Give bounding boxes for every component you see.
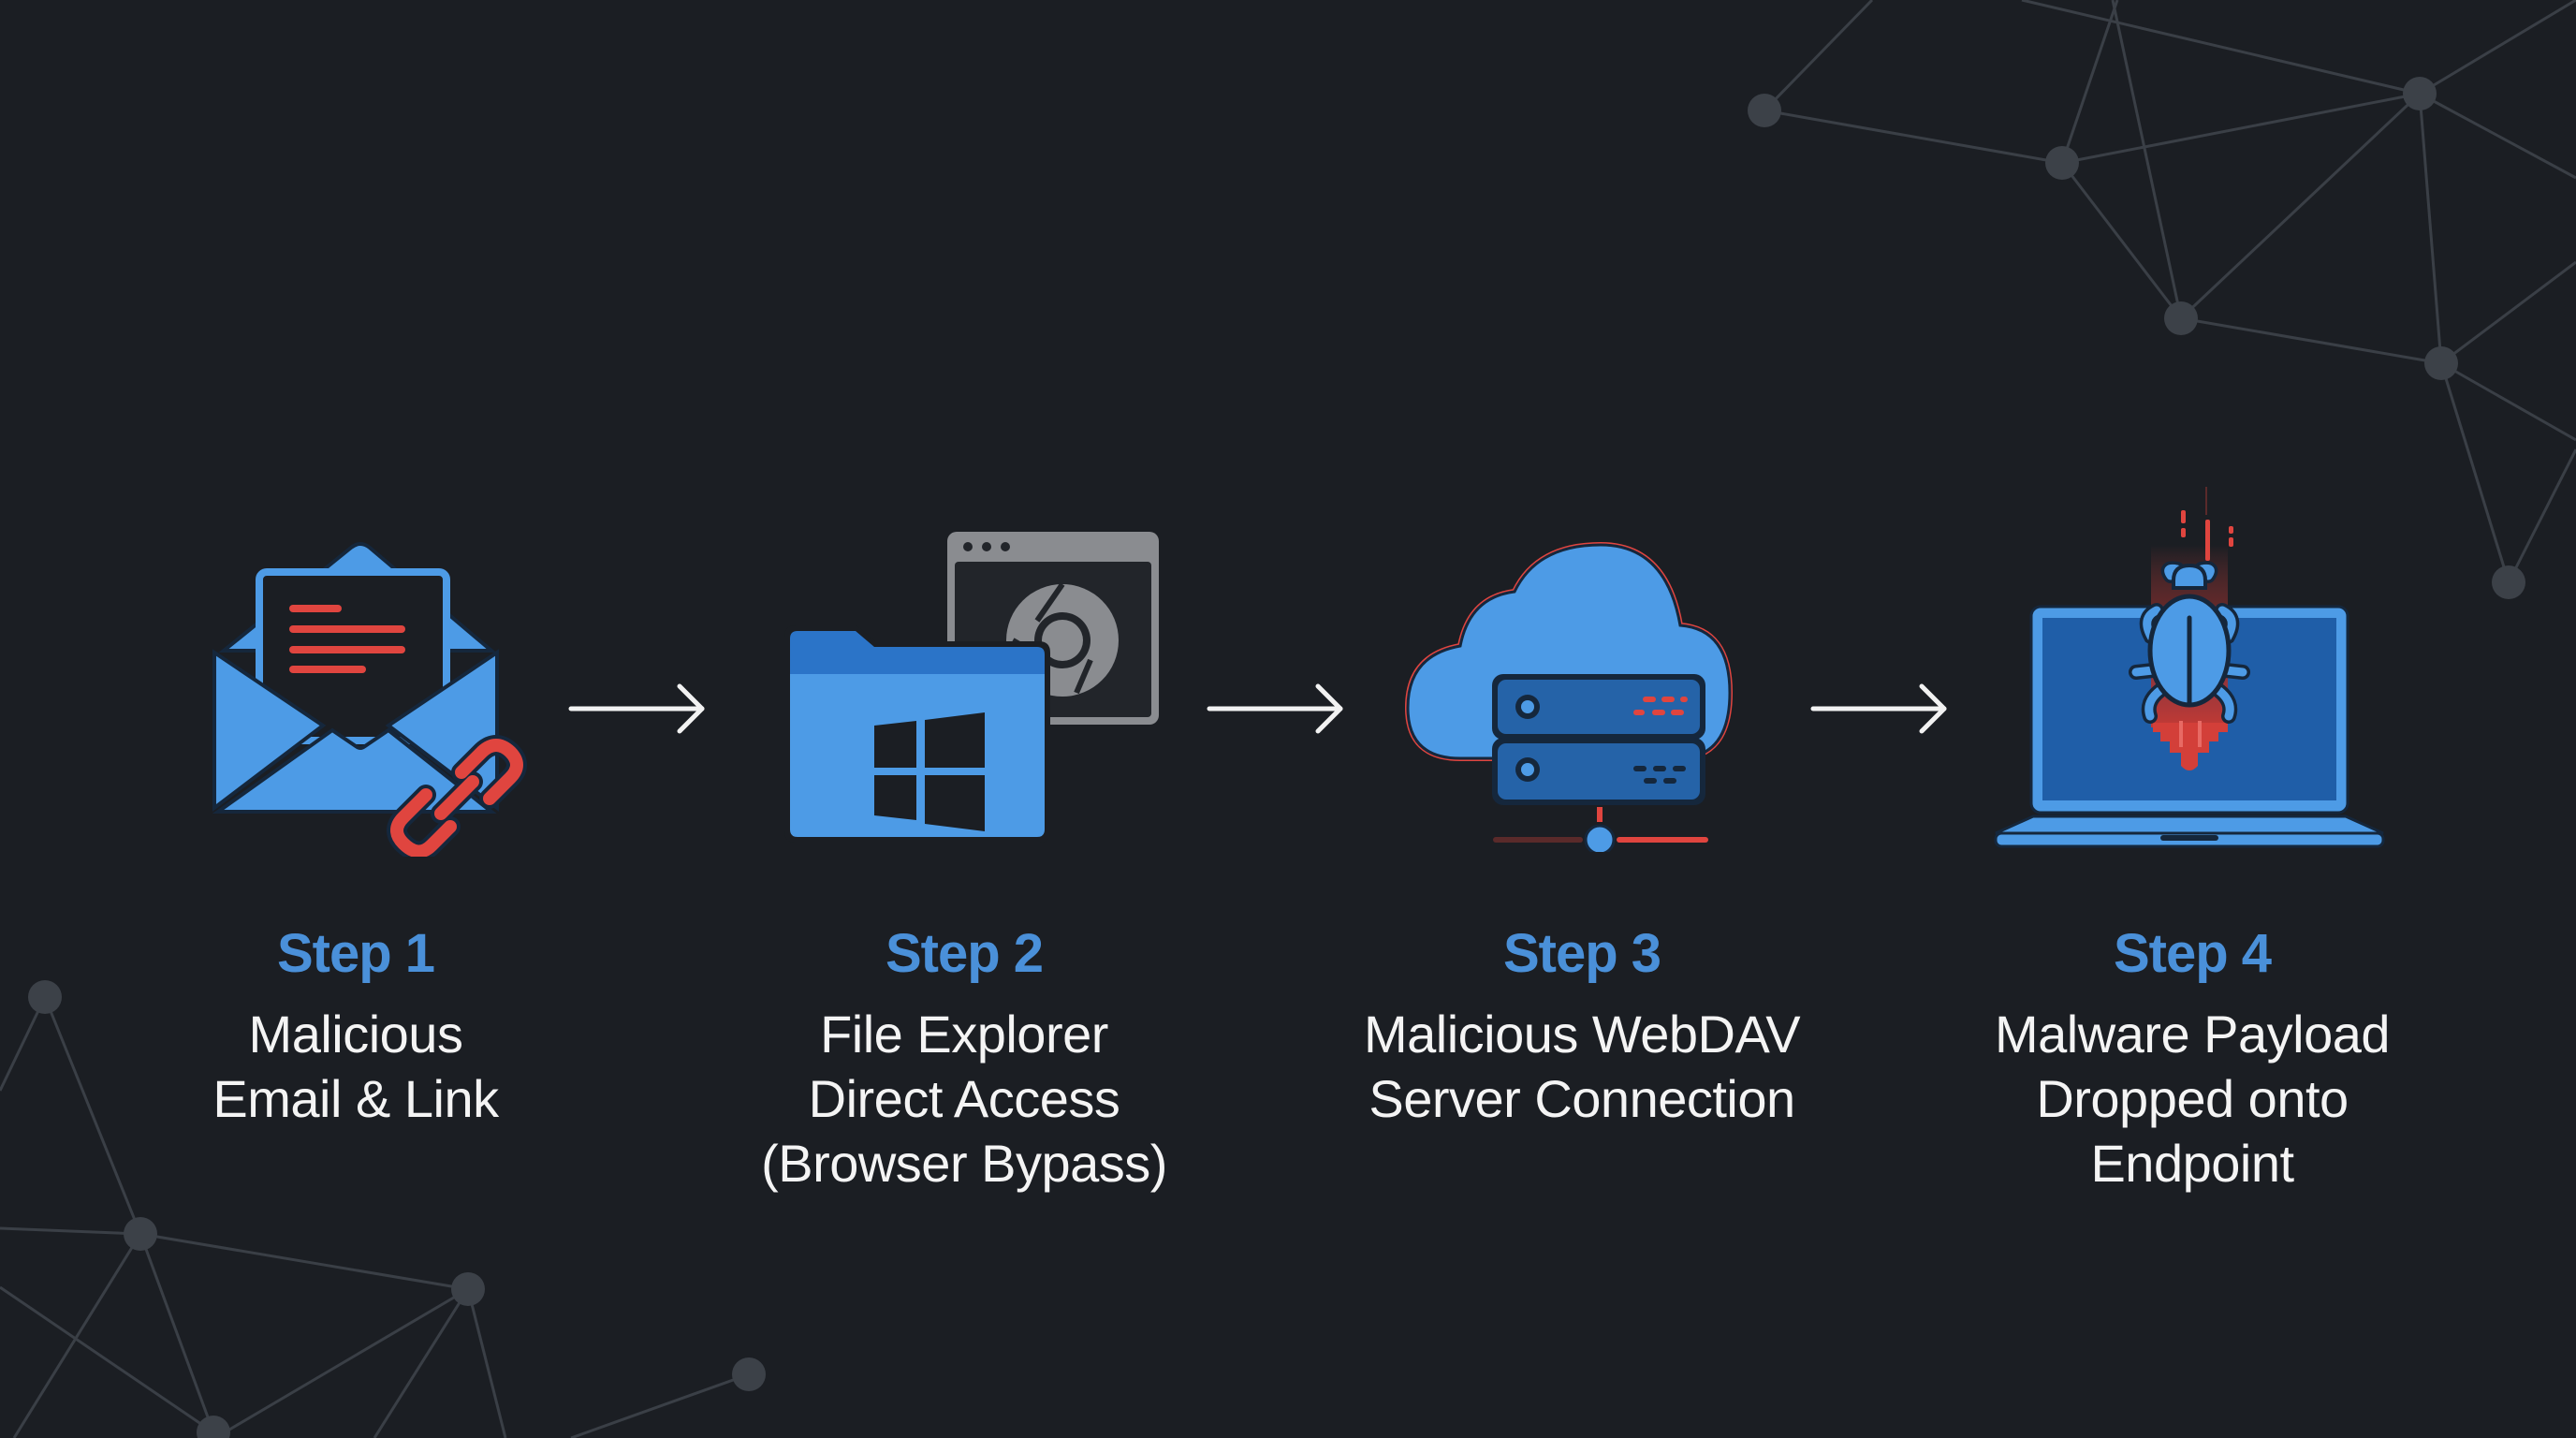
folder-windows-browser-icon <box>784 532 1159 843</box>
description-line: Malware Payload <box>1994 1005 2391 1064</box>
description-line: (Browser Bypass) <box>761 1134 1167 1193</box>
description-line: Dropped onto <box>2036 1069 2349 1128</box>
step-label: Step 2 <box>885 923 1044 984</box>
step-label: Step 3 <box>1502 923 1661 984</box>
email-with-link-icon <box>212 542 527 857</box>
laptop-bug-icon <box>1994 487 2385 848</box>
description-line: File Explorer <box>820 1005 1108 1064</box>
windows-logo-icon <box>874 712 985 831</box>
arrow-right-icon <box>1810 683 1947 734</box>
bug-icon <box>2129 561 2250 724</box>
description-line: Malicious WebDAV <box>1363 1005 1801 1064</box>
step-label: Step 4 <box>2113 923 2272 984</box>
step-description: Malware Payload Dropped onto Endpoint <box>1893 1002 2492 1196</box>
step-description: Malicious Email & Link <box>56 1002 655 1131</box>
description-line: Email & Link <box>212 1069 499 1128</box>
description-line: Direct Access <box>808 1069 1120 1128</box>
step-description: File Explorer Direct Access (Browser Byp… <box>665 1002 1264 1196</box>
arrow-right-icon <box>1207 683 1343 734</box>
cloud-server-icon <box>1404 541 1734 852</box>
folder-icon <box>784 625 1050 843</box>
chrome-logo-icon <box>1006 582 1119 697</box>
description-line: Server Connection <box>1368 1069 1795 1128</box>
server-rack-icon <box>1492 674 1705 805</box>
description-line: Malicious <box>248 1005 463 1064</box>
step-description: Malicious WebDAV Server Connection <box>1282 1002 1881 1131</box>
network-node-icon <box>1493 807 1708 852</box>
arrow-right-icon <box>568 683 705 734</box>
description-line: Endpoint <box>2090 1134 2294 1193</box>
step-label: Step 1 <box>276 923 435 984</box>
